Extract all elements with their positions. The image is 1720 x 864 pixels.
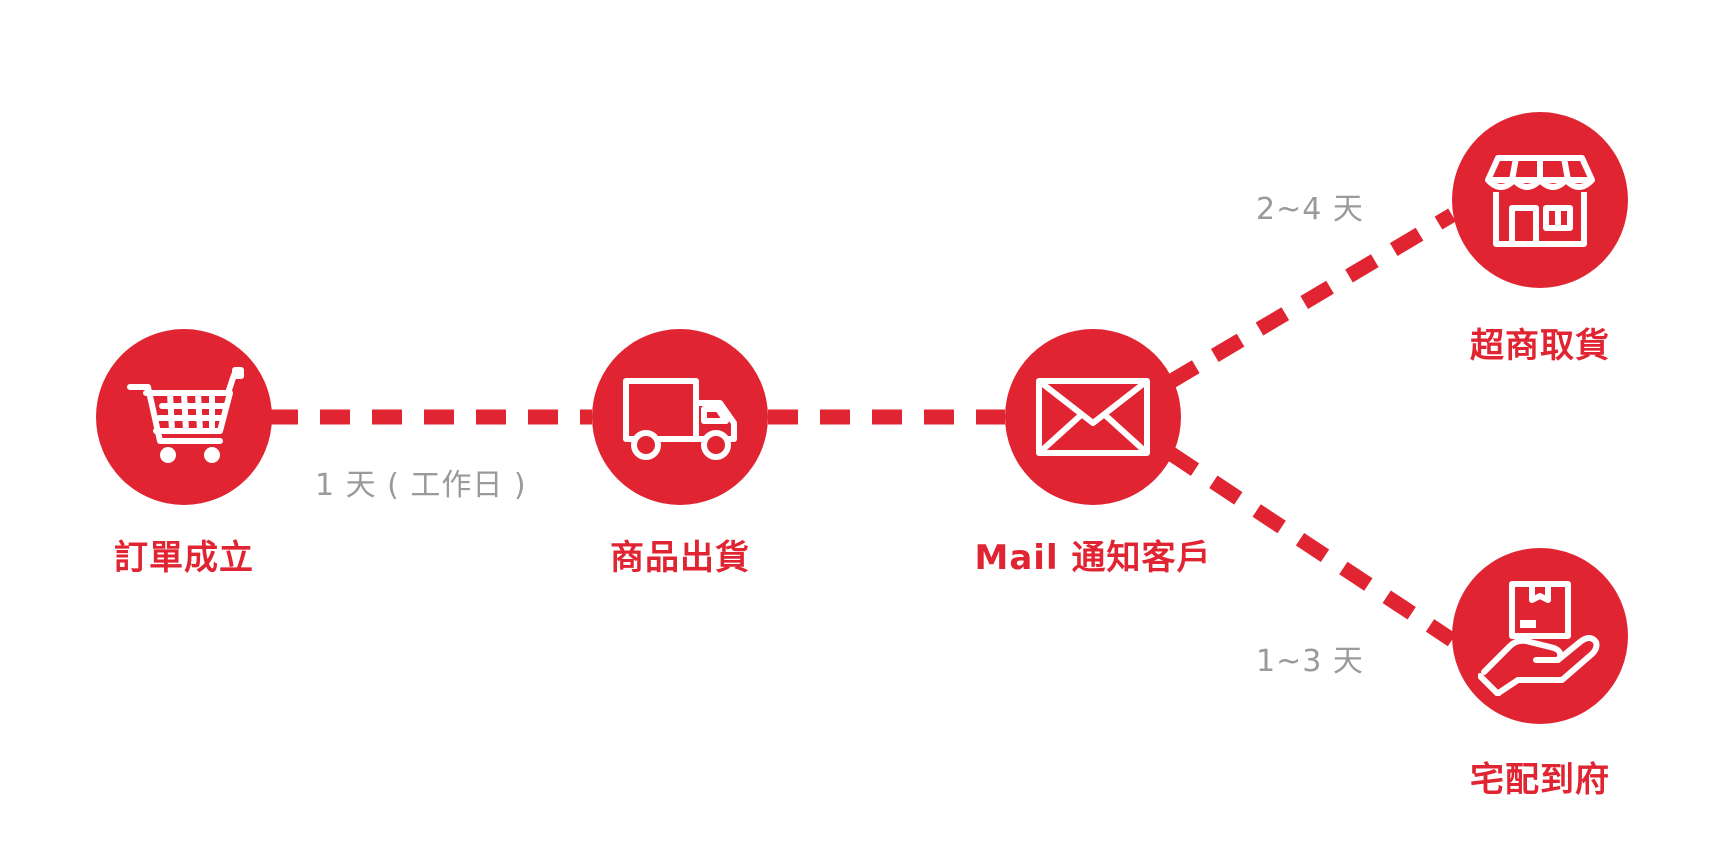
storefront-icon [1482, 150, 1598, 250]
step-home-node [1452, 548, 1628, 724]
step-notify-label: Mail 通知客戶 [974, 538, 1212, 578]
shopping-cart-icon [124, 357, 244, 477]
step-pickup-label: 超商取貨 [1470, 326, 1610, 366]
duration-to-home: 1~3 天 [1256, 644, 1364, 679]
duration-order-to-ship: 1 天 ( 工作日 ) [315, 468, 527, 503]
step-pickup-node [1452, 112, 1628, 288]
step-ship-label: 商品出貨 [610, 538, 750, 578]
step-order-node [96, 329, 272, 505]
connector-notify-to-home [1165, 446, 1457, 647]
step-home-label: 宅配到府 [1470, 760, 1610, 800]
hand-package-icon [1478, 576, 1602, 696]
step-order-label: 訂單成立 [114, 538, 254, 578]
step-notify-node [1005, 329, 1181, 505]
delivery-truck-icon [620, 367, 740, 467]
connector-notify-to-pickup [1166, 208, 1456, 389]
envelope-icon [1035, 377, 1151, 457]
duration-to-pickup: 2~4 天 [1256, 192, 1364, 227]
step-ship-node [592, 329, 768, 505]
